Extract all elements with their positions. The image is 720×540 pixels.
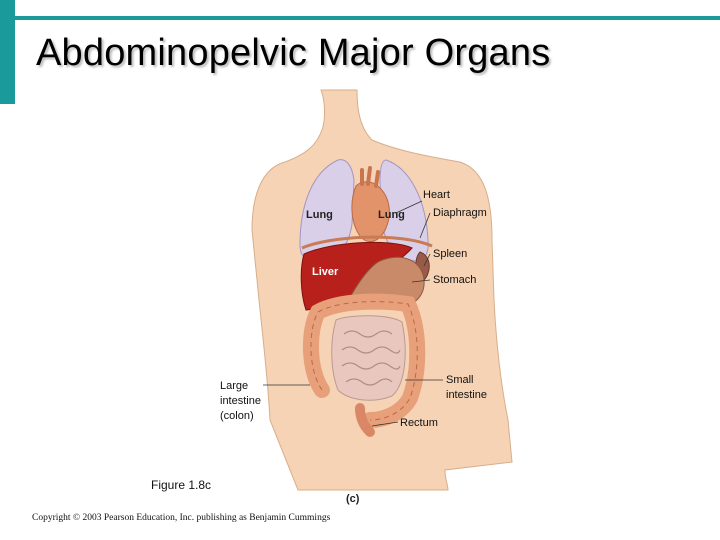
figure-panel-label: (c) <box>346 493 360 505</box>
leader-lines <box>263 200 443 427</box>
heart <box>351 181 390 243</box>
accent-rule-top <box>0 16 720 20</box>
slide-title: Abdominopelvic Major Organs <box>36 32 551 74</box>
label-spleen: Spleen <box>433 248 467 260</box>
label-liver: Liver <box>312 266 339 278</box>
small-intestine-coils <box>341 330 401 386</box>
label-small-intestine-line2: intestine <box>446 389 487 401</box>
label-large-intestine-line2: intestine <box>220 395 261 407</box>
figure-caption: Figure 1.8c <box>151 478 212 492</box>
label-lung-right: Lung <box>378 209 405 221</box>
label-heart: Heart <box>423 189 450 201</box>
large-intestine-outline <box>310 301 418 421</box>
heart-vessels <box>360 166 380 188</box>
rectum <box>355 403 375 437</box>
label-large-intestine-line1: Large <box>220 380 248 392</box>
accent-bar-vertical <box>0 0 15 104</box>
label-large-intestine-line3: (colon) <box>220 410 254 422</box>
label-rectum: Rectum <box>400 417 438 429</box>
label-lung-left: Lung <box>306 209 333 221</box>
label-stomach: Stomach <box>433 274 476 286</box>
label-small-intestine-line1: Small <box>446 374 474 386</box>
label-diaphragm: Diaphragm <box>433 207 487 219</box>
small-intestine <box>331 315 406 401</box>
diaphragm <box>301 235 433 250</box>
copyright-notice: Copyright © 2003 Pearson Education, Inc.… <box>32 513 331 523</box>
